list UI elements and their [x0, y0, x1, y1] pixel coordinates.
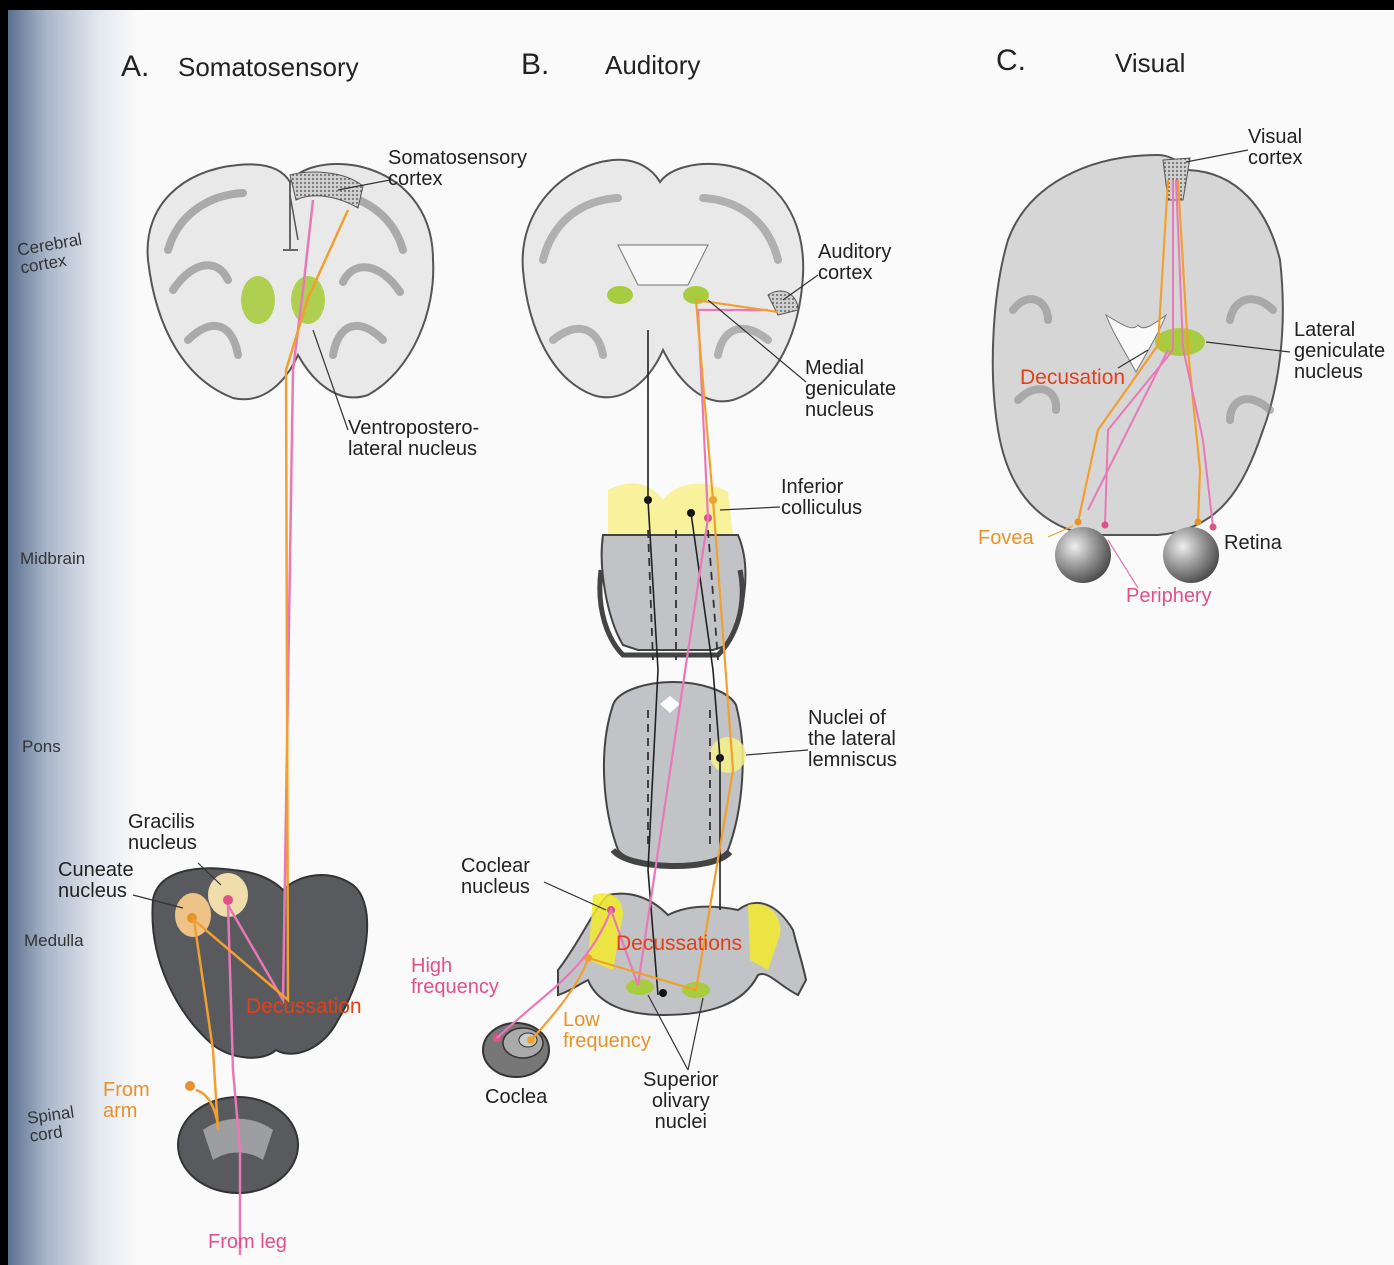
label-cochlea: Coclea — [485, 1087, 547, 1108]
panel-c-title: Visual — [1115, 48, 1185, 79]
label-lateral-lemniscus: Nuclei of the lateral lemniscus — [808, 708, 897, 771]
label-decussations-b: Decussations — [616, 932, 742, 956]
figure-page: A. Somatosensory B. Auditory C. Visual C… — [8, 10, 1394, 1265]
coronal-section-a — [148, 164, 434, 399]
retina-eye-right — [1163, 527, 1219, 583]
retina-eye-left — [1055, 527, 1111, 583]
level-pons: Pons — [22, 738, 61, 756]
label-fovea: Fovea — [978, 528, 1034, 549]
label-high-frequency: High frequency — [411, 956, 499, 998]
vpl-nucleus-left — [241, 276, 275, 324]
panel-b-title: Auditory — [605, 50, 700, 81]
label-superior-olivary: Superior olivary nuclei — [643, 1070, 719, 1133]
label-inferior-colliculus: Inferior colliculus — [781, 477, 862, 519]
label-decussation-a: Decussation — [246, 995, 362, 1019]
panel-a-letter: A. — [121, 50, 149, 84]
lgn-nucleus — [1155, 328, 1205, 356]
label-cuneate-nucleus: Cuneate nucleus — [58, 860, 134, 902]
label-cochlear-nucleus: Coclear nucleus — [461, 856, 530, 898]
label-vpl-nucleus: Ventropostero- lateral nucleus — [348, 418, 479, 460]
label-from-leg: From leg — [208, 1232, 287, 1253]
label-lateral-geniculate: Lateral geniculate nucleus — [1294, 320, 1385, 383]
label-retina: Retina — [1224, 533, 1282, 554]
label-from-arm: From arm — [103, 1080, 150, 1122]
level-midbrain: Midbrain — [20, 550, 85, 568]
label-gracilis-nucleus: Gracilis nucleus — [128, 812, 197, 854]
label-periphery: Periphery — [1126, 586, 1212, 607]
label-visual-cortex: Visual cortex — [1248, 127, 1302, 169]
level-medulla: Medulla — [24, 932, 84, 950]
panel-a-title: Somatosensory — [178, 52, 359, 83]
label-decusation-c: Decusation — [1020, 366, 1125, 390]
label-low-frequency: Low frequency — [563, 1010, 651, 1052]
label-somatosensory-cortex: Somatosensory cortex — [388, 148, 527, 190]
label-auditory-cortex: Auditory cortex — [818, 242, 891, 284]
panel-b-letter: B. — [521, 48, 549, 82]
label-medial-geniculate: Medial geniculate nucleus — [805, 358, 896, 421]
level-spinal-cord: Spinal cord — [26, 1103, 78, 1145]
panel-a-artwork — [8, 10, 433, 1255]
panel-c-letter: C. — [996, 44, 1026, 78]
